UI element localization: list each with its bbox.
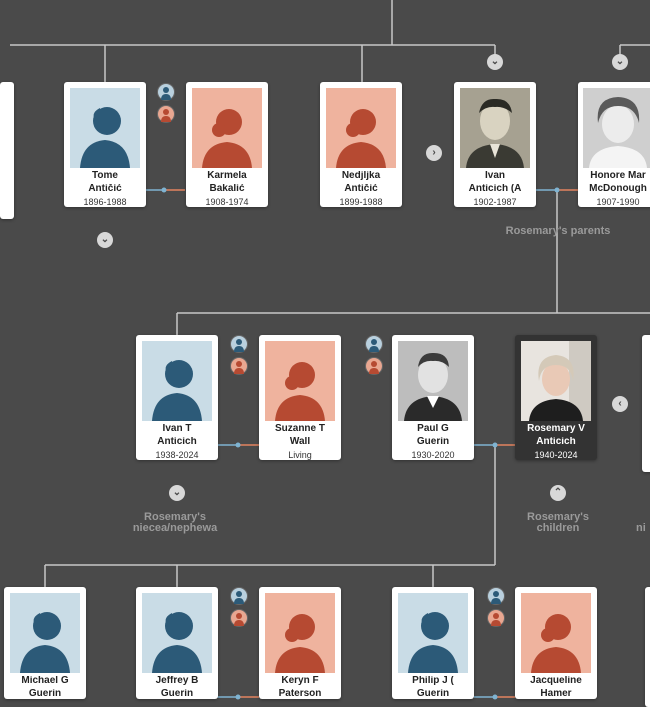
male-spouse-icon[interactable] xyxy=(231,588,247,604)
person-last-name: Hamer xyxy=(540,689,572,699)
person-card-paul[interactable]: Paul G Guerin 1930-2020 xyxy=(392,335,474,460)
female-avatar-icon xyxy=(265,593,335,673)
person-last-name: Antičić xyxy=(344,184,378,194)
person-lifespan: 1899-1988 xyxy=(339,197,383,207)
person-first-name: Keryn F xyxy=(281,676,319,686)
male-spouse-icon[interactable] xyxy=(488,588,504,604)
chevron-down-icon[interactable]: ⌄ xyxy=(612,54,628,70)
person-lifespan: 1908-1974 xyxy=(205,197,249,207)
person-card-partial-right[interactable] xyxy=(645,587,650,707)
person-photo xyxy=(460,88,530,168)
person-card-jeffrey[interactable]: Jeffrey B Guerin xyxy=(136,587,218,699)
person-card-jacqueline[interactable]: Jacqueline Hamer xyxy=(515,587,597,699)
rosemarys-nieces-nephews-label: Rosemary's niecea/nephewa xyxy=(100,512,250,534)
person-photo xyxy=(583,88,650,168)
person-first-name: Jeffrey B xyxy=(155,676,199,686)
person-lifespan: 1896-1988 xyxy=(83,197,127,207)
label-line-1: Rosemary's xyxy=(144,511,206,523)
person-first-name: Nedjljka xyxy=(341,171,381,181)
female-avatar-icon xyxy=(326,88,396,168)
female-spouse-icon[interactable] xyxy=(158,106,174,122)
person-last-name: Anticich (A xyxy=(468,184,522,194)
male-spouse-icon[interactable] xyxy=(366,336,382,352)
person-first-name: Michael G xyxy=(21,676,69,686)
person-first-name: Jacqueline xyxy=(530,676,582,686)
person-card-rosemary-selected[interactable]: Rosemary V Anticich 1940-2024 xyxy=(515,335,597,460)
person-card-tome[interactable]: Tome Antičić 1896-1988 xyxy=(64,82,146,207)
person-last-name: Guerin xyxy=(416,437,450,447)
chevron-right-icon[interactable]: › xyxy=(426,145,442,161)
label-line-2: children xyxy=(536,522,580,534)
person-last-name: McDonough xyxy=(589,184,647,194)
person-first-name: Rosemary V xyxy=(527,424,585,434)
person-card-nedjeljka[interactable]: Nedjljka Antičić 1899-1988 xyxy=(320,82,402,207)
person-first-name: Ivan T xyxy=(162,424,192,434)
person-card-ivan-a[interactable]: Ivan Anticich (A 1902-1987 xyxy=(454,82,536,207)
person-card-philip[interactable]: Philip J ( Guerin xyxy=(392,587,474,699)
person-last-name: Anticich xyxy=(536,437,576,447)
rosemarys-parents-label: Rosemary's parents xyxy=(505,225,611,237)
person-card-honore[interactable]: Honore Mar McDonough 1907-1990 xyxy=(578,82,650,207)
label-line-1: Rosemary's xyxy=(527,511,589,523)
rosemarys-children-label: Rosemary's children xyxy=(483,512,633,534)
person-last-name: Antičić xyxy=(88,184,122,194)
person-first-name: Ivan xyxy=(484,171,505,181)
person-last-name: Guerin xyxy=(28,689,62,699)
person-card-ivan-t[interactable]: Ivan T Anticich 1938-2024 xyxy=(136,335,218,460)
person-first-name: Philip J ( xyxy=(412,676,454,686)
person-last-name: Guerin xyxy=(160,689,194,699)
person-lifespan: 1940-2024 xyxy=(534,450,578,460)
person-lifespan: 1938-2024 xyxy=(155,450,199,460)
chevron-down-icon[interactable]: ⌄ xyxy=(97,232,113,248)
person-last-name: Guerin xyxy=(416,689,450,699)
female-spouse-icon[interactable] xyxy=(231,358,247,374)
female-avatar-icon xyxy=(521,593,591,673)
chevron-down-icon[interactable]: ⌄ xyxy=(487,54,503,70)
person-card-karmela[interactable]: Karmela Bakalić 1908-1974 xyxy=(186,82,268,207)
person-lifespan: 1930-2020 xyxy=(411,450,455,460)
female-avatar-icon xyxy=(192,88,262,168)
female-avatar-icon xyxy=(265,341,335,421)
male-avatar-icon xyxy=(70,88,140,168)
male-avatar-icon xyxy=(142,593,212,673)
male-spouse-icon[interactable] xyxy=(231,336,247,352)
person-last-name: Bakalić xyxy=(209,184,245,194)
person-card-partial-left[interactable] xyxy=(0,82,14,219)
person-last-name: Anticich xyxy=(157,437,197,447)
person-card-michael[interactable]: Michael G Guerin xyxy=(4,587,86,699)
person-first-name: Suzanne T xyxy=(274,424,325,434)
person-card-suzanne[interactable]: Suzanne T Wall Living xyxy=(259,335,341,460)
person-card-partial-right[interactable] xyxy=(642,335,650,472)
female-spouse-icon[interactable] xyxy=(488,610,504,626)
person-last-name: Paterson xyxy=(278,689,322,699)
person-last-name: Wall xyxy=(289,437,311,447)
male-avatar-icon xyxy=(398,593,468,673)
chevron-up-icon[interactable]: ⌃ xyxy=(550,485,566,501)
person-card-keryn[interactable]: Keryn F Paterson xyxy=(259,587,341,699)
person-lifespan: Living xyxy=(288,450,312,460)
person-first-name: Honore Mar xyxy=(590,171,646,181)
person-lifespan: 1902-1987 xyxy=(473,197,517,207)
label-line-2: niecea/nephewa xyxy=(132,522,218,534)
person-photo xyxy=(521,341,591,421)
female-spouse-icon[interactable] xyxy=(366,358,382,374)
person-first-name: Paul G xyxy=(417,424,449,434)
chevron-down-icon[interactable]: ⌄ xyxy=(169,485,185,501)
male-avatar-icon xyxy=(10,593,80,673)
person-lifespan: 1907-1990 xyxy=(596,197,640,207)
cut-off-label: ni xyxy=(636,522,646,534)
female-spouse-icon[interactable] xyxy=(231,610,247,626)
male-spouse-icon[interactable] xyxy=(158,84,174,100)
chevron-left-icon[interactable]: ‹ xyxy=(612,396,628,412)
person-photo xyxy=(398,341,468,421)
person-first-name: Karmela xyxy=(207,171,247,181)
male-avatar-icon xyxy=(142,341,212,421)
person-first-name: Tome xyxy=(92,171,118,181)
